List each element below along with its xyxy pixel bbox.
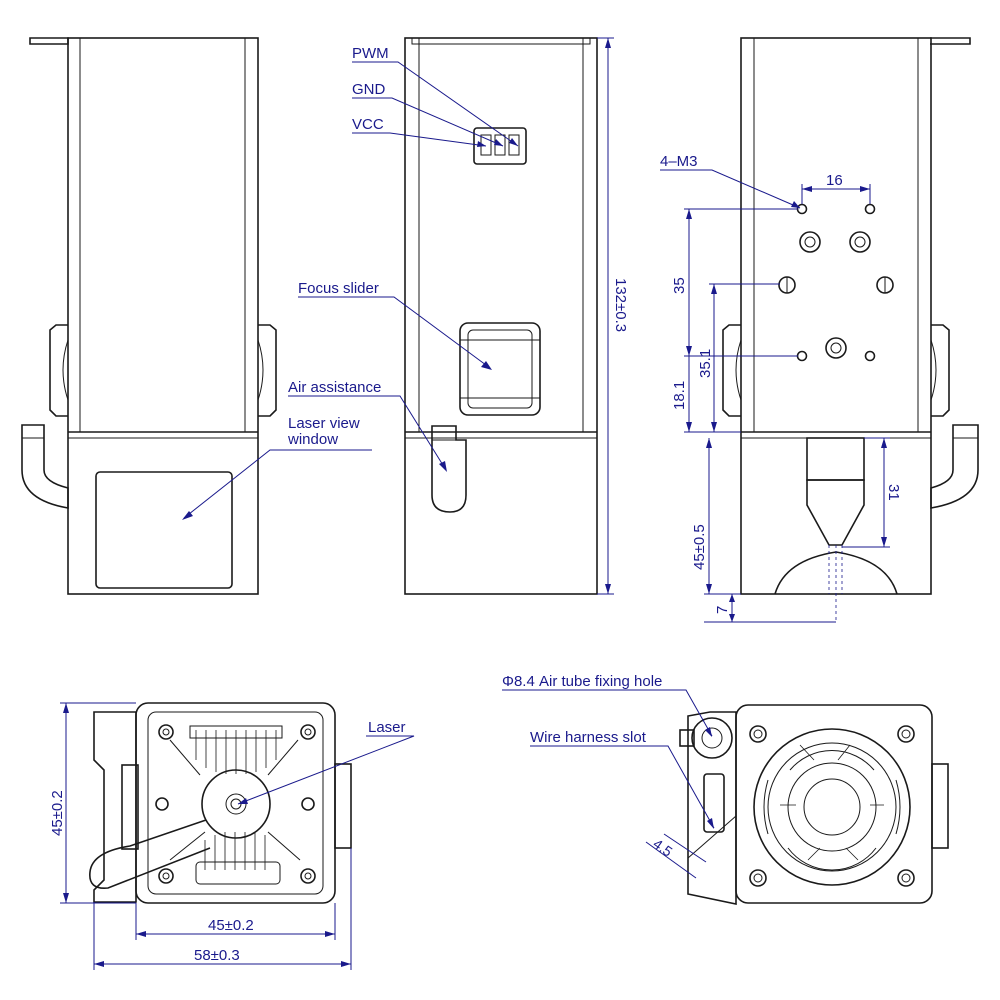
air-tube-fixing-hole <box>691 717 733 759</box>
dim-18-1: 18.1 <box>671 381 688 410</box>
label-gnd: GND <box>352 81 386 98</box>
air-tube-handle <box>89 819 211 889</box>
label-vcc: VCC <box>352 116 384 133</box>
wire-harness-slot <box>703 773 725 833</box>
m3-mounting-holes <box>796 203 876 362</box>
focus-slider <box>459 322 541 416</box>
dim-7: 7 <box>714 606 731 614</box>
label-air-tube-hole: Φ8.4 Air tube fixing hole <box>502 673 662 690</box>
annotation-labels: PWM GND VCC Focus slider Air assistance … <box>49 45 902 964</box>
leader-lines <box>182 61 801 829</box>
label-focus-slider: Focus slider <box>298 280 379 297</box>
air-tube-fitting <box>21 424 69 509</box>
dim-35: 35 <box>671 277 688 294</box>
air-assist-nozzle <box>431 425 467 513</box>
dim-31: 31 <box>885 484 902 501</box>
side-view-right <box>722 37 979 622</box>
bottom-view-left <box>89 702 352 904</box>
dim-132: 132±0.3 <box>612 278 629 332</box>
dim-35-1: 35.1 <box>697 349 714 378</box>
label-wire-harness-slot: Wire harness slot <box>530 729 647 746</box>
dim-16: 16 <box>826 172 843 189</box>
bottom-view-right <box>679 704 949 905</box>
front-view <box>404 37 598 595</box>
cooling-fan <box>753 728 911 886</box>
heatsink-fins <box>169 725 301 885</box>
label-4-m3: 4–M3 <box>660 153 698 170</box>
bottom-corner-holes <box>155 724 316 884</box>
side-view-left <box>21 37 277 595</box>
label-pwm: PWM <box>352 45 389 62</box>
dim-width-58: 58±0.3 <box>194 947 240 964</box>
dim-width-45: 45±0.2 <box>208 917 254 934</box>
laser-view-window <box>95 471 233 589</box>
laser-aperture-plate <box>201 769 271 839</box>
label-laser-view-line1: Laser view <box>288 415 360 432</box>
dim-45-05: 45±0.5 <box>691 524 708 570</box>
dimension-lines <box>60 37 890 970</box>
label-laser: Laser <box>368 719 406 736</box>
screw-heads <box>778 231 894 359</box>
fan-corner-holes <box>749 725 915 887</box>
label-air-assistance: Air assistance <box>288 379 381 396</box>
lens-barrel <box>774 437 898 622</box>
label-laser-view-line2: window <box>287 431 338 448</box>
dim-side-45: 45±0.2 <box>49 790 66 836</box>
